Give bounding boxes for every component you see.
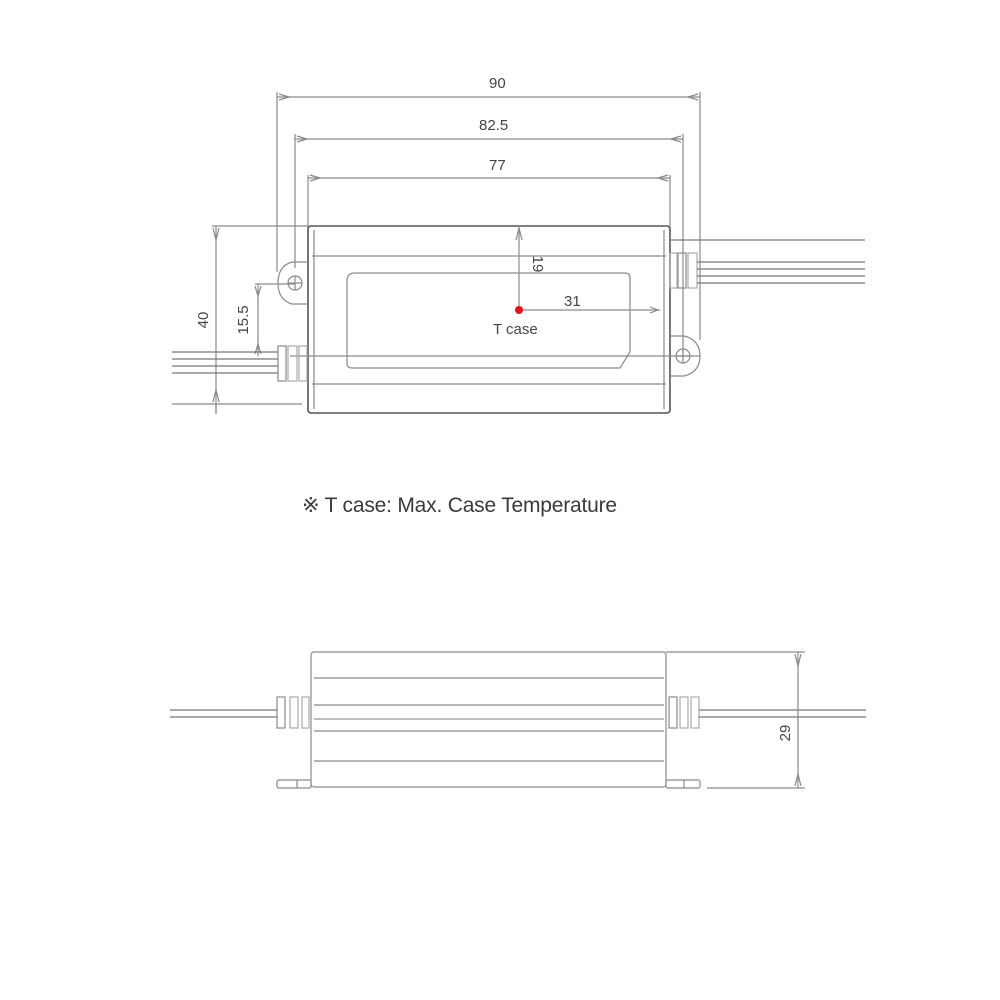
dim-label-40: 40 <box>195 312 212 329</box>
side-foot-right <box>665 779 701 789</box>
arrow-77 <box>309 174 669 182</box>
mount-ear-right <box>670 335 701 377</box>
label-recess <box>346 272 631 369</box>
case-body-outline <box>307 225 671 414</box>
dim-label-155: 15.5 <box>235 305 252 334</box>
dim-label-90: 90 <box>489 75 506 92</box>
gland-left-nut <box>277 345 287 382</box>
tcase-marker <box>515 306 523 314</box>
arrow-29 <box>794 653 802 787</box>
arrow-90 <box>278 93 699 101</box>
dim-label-29: 29 <box>777 725 794 742</box>
tcase-note: ※ T case: Max. Case Temperature <box>302 493 617 518</box>
side-foot-left <box>276 779 312 789</box>
gland-right-nut <box>677 252 687 289</box>
side-gland-left <box>276 696 286 729</box>
reference-mark-icon: ※ <box>302 494 320 517</box>
arrow-825 <box>296 135 682 143</box>
tcase-note-text: T case: Max. Case Temperature <box>324 494 617 517</box>
dim-label-825: 82.5 <box>479 117 508 134</box>
arrow-31 <box>649 306 660 314</box>
side-body-outline <box>310 651 667 788</box>
dim-label-77: 77 <box>489 157 506 174</box>
dim-label-31: 31 <box>564 293 581 310</box>
arrow-40 <box>212 227 220 403</box>
dim-label-19: 19 <box>529 256 546 273</box>
arrow-155 <box>254 285 262 355</box>
side-gland-right <box>668 696 678 729</box>
tcase-label: T case <box>493 321 538 338</box>
mount-ear-left <box>277 261 308 305</box>
arrow-19 <box>515 227 523 241</box>
